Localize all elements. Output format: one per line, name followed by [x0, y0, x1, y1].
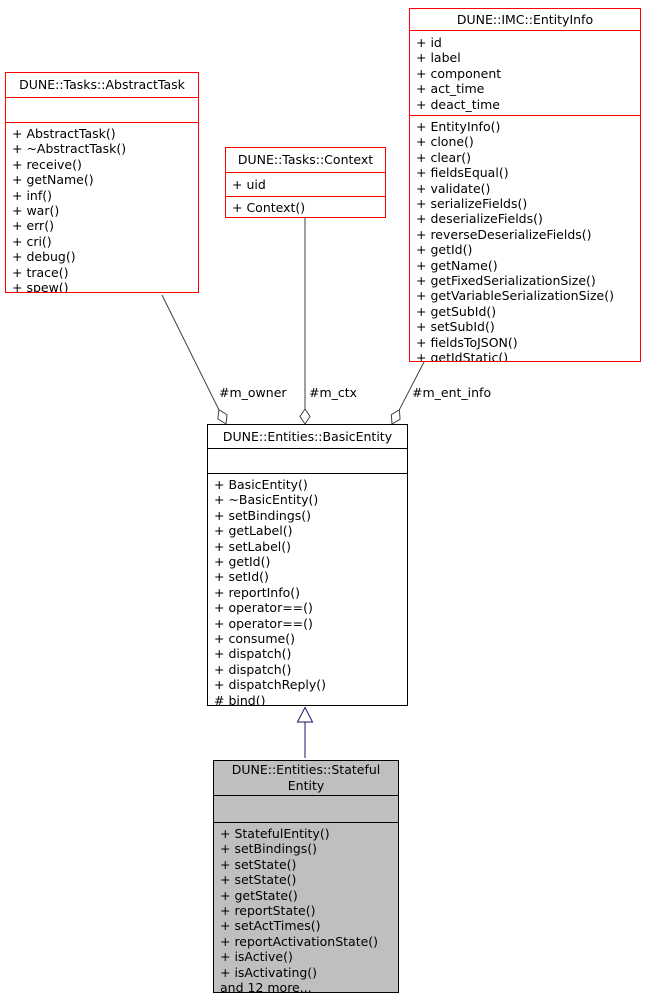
member-line: + err() — [12, 218, 54, 234]
inheritance-triangle-icon — [296, 706, 314, 723]
member-line: + operator==() — [214, 615, 313, 631]
member-line: + reportState() — [220, 903, 316, 919]
member-line: + reportInfo() — [214, 584, 301, 600]
class-attributes-stateful-entity — [214, 796, 398, 823]
member-line: + setState() — [220, 872, 297, 888]
member-line: # bind() — [214, 692, 266, 705]
member-line: + getVariableSerializationSize() — [416, 288, 615, 304]
member-line: + serializeFields() — [416, 196, 528, 212]
member-line: + cri() — [12, 233, 52, 249]
member-line: + ~AbstractTask() — [12, 141, 127, 157]
member-line: + isActivating() — [220, 964, 318, 980]
aggregation-diamond-m-owner — [217, 408, 228, 425]
member-line: + setId() — [214, 569, 269, 585]
edge-label-m-owner: #m_owner — [219, 385, 287, 400]
member-line: + getId() — [416, 242, 473, 258]
edge-label-m-ent-info: #m_ent_info — [412, 385, 492, 400]
class-box-basic-entity[interactable]: DUNE::Entities::BasicEntity + BasicEntit… — [207, 424, 408, 706]
member-line: + dispatch() — [214, 661, 292, 677]
class-box-abstract-task[interactable]: DUNE::Tasks::AbstractTask + AbstractTask… — [5, 72, 199, 293]
member-line: + StatefulEntity() — [220, 826, 330, 841]
member-line: + uid — [232, 177, 266, 192]
member-line: + ~BasicEntity() — [214, 492, 319, 508]
class-methods-basic-entity: + BasicEntity()+ ~BasicEntity()+ setBind… — [208, 474, 407, 705]
class-box-entity-info[interactable]: DUNE::IMC::EntityInfo + id+ label+ compo… — [409, 8, 641, 362]
member-line: + getId() — [214, 554, 271, 570]
member-line: + reverseDeserializeFields() — [416, 226, 592, 242]
member-line: + setSubId() — [416, 319, 495, 335]
member-line: + receive() — [12, 156, 82, 172]
class-methods-entity-info: + EntityInfo()+ clone()+ clear()+ fields… — [410, 116, 640, 361]
member-line: + setBindings() — [220, 841, 318, 857]
member-line: + Context() — [232, 200, 306, 215]
member-line: + getLabel() — [214, 523, 293, 539]
class-box-stateful-entity[interactable]: DUNE::Entities::Stateful Entity + Statef… — [213, 760, 399, 993]
member-line: + war() — [12, 203, 60, 219]
member-line: + getState() — [220, 887, 298, 903]
member-line: + fieldsToJSON() — [416, 334, 518, 350]
member-line: + dispatchReply() — [214, 677, 327, 693]
member-line: + dispatch() — [214, 646, 292, 662]
aggregation-diamond-m-ctx — [299, 408, 311, 425]
member-line: + setState() — [220, 856, 297, 872]
member-line: + clear() — [416, 149, 472, 165]
class-methods-abstract-task: + AbstractTask()+ ~AbstractTask()+ recei… — [6, 123, 198, 292]
class-attributes-abstract-task — [6, 98, 198, 123]
member-line: + operator==() — [214, 600, 313, 616]
member-line: + getFixedSerializationSize() — [416, 273, 596, 289]
member-line: + setActTimes() — [220, 918, 321, 934]
member-line: + debug() — [12, 249, 76, 265]
member-line: + component — [416, 65, 502, 81]
member-line: + getName() — [416, 257, 498, 273]
class-title-stateful-entity: DUNE::Entities::Stateful Entity — [214, 761, 398, 796]
member-line: + clone() — [416, 134, 474, 150]
class-title-entity-info: DUNE::IMC::EntityInfo — [410, 9, 640, 31]
class-methods-context: + Context() — [226, 197, 385, 217]
class-title-context: DUNE::Tasks::Context — [226, 148, 385, 173]
class-attributes-context: + uid — [226, 173, 385, 197]
class-box-context[interactable]: DUNE::Tasks::Context + uid + Context() — [225, 147, 386, 218]
member-line: + label — [416, 50, 461, 66]
member-line: + inf() — [12, 187, 52, 203]
class-attributes-entity-info: + id+ label+ component+ act_time+ deact_… — [410, 31, 640, 116]
edge-m-owner-line — [161, 294, 220, 411]
class-attributes-basic-entity — [208, 449, 407, 474]
edge-m-ent-info-line — [398, 361, 425, 411]
member-line: + fieldsEqual() — [416, 165, 509, 181]
member-line: + consume() — [214, 631, 295, 647]
member-line: + id — [416, 35, 442, 50]
member-line: + BasicEntity() — [214, 477, 308, 492]
member-line: + AbstractTask() — [12, 126, 116, 141]
class-title-basic-entity: DUNE::Entities::BasicEntity — [208, 425, 407, 449]
member-line: + EntityInfo() — [416, 119, 501, 134]
member-line: and 12 more... — [220, 980, 312, 992]
member-line: + setLabel() — [214, 538, 292, 554]
member-line: + reportActivationState() — [220, 933, 379, 949]
member-line: + deact_time — [416, 96, 500, 112]
member-line: + isActive() — [220, 949, 293, 965]
edge-label-m-ctx: #m_ctx — [309, 385, 358, 400]
aggregation-diamond-m-ent-info — [390, 408, 401, 425]
member-line: + spew() — [12, 280, 69, 292]
member-line: + trace() — [12, 264, 69, 280]
member-line: + getIdStatic() — [416, 350, 509, 361]
member-line: + deserializeFields() — [416, 211, 543, 227]
member-line: + getSubId() — [416, 303, 497, 319]
class-title-abstract-task: DUNE::Tasks::AbstractTask — [6, 73, 198, 98]
member-line: + validate() — [416, 180, 491, 196]
member-line: + act_time — [416, 81, 485, 97]
member-line: + getName() — [12, 172, 94, 188]
class-methods-stateful-entity: + StatefulEntity()+ setBindings()+ setSt… — [214, 823, 398, 992]
member-line: + setBindings() — [214, 507, 312, 523]
